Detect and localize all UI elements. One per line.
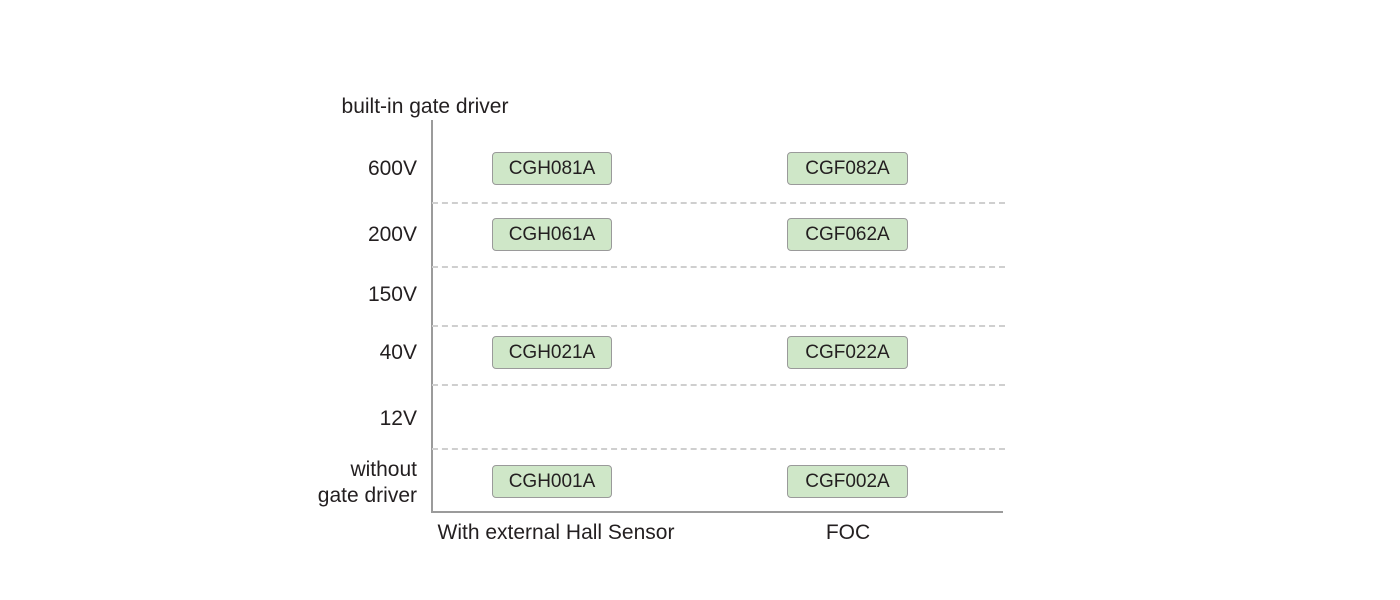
gridline-200v-150v xyxy=(432,266,1005,268)
gridline-600v-200v xyxy=(432,202,1005,204)
gridline-12v-without xyxy=(432,448,1005,450)
y-tick-without-gate-driver-line1: without xyxy=(350,458,417,481)
x-tick-with-external-hall-sensor: With external Hall Sensor xyxy=(437,521,675,544)
x-axis-line xyxy=(431,511,1003,513)
y-tick-12v: 12V xyxy=(197,406,417,432)
y-tick-150v: 150V xyxy=(197,282,417,308)
cell-box-cgf022a[interactable]: CGF022A xyxy=(787,336,908,369)
x-tick-foc: FOC xyxy=(825,521,871,544)
cell-box-cgh021a[interactable]: CGH021A xyxy=(492,336,612,369)
y-tick-without-gate-driver-line2: gate driver xyxy=(317,484,417,507)
cell-box-cgh061a[interactable]: CGH061A xyxy=(492,218,612,251)
y-tick-40v-label: 40V xyxy=(379,341,417,364)
y-tick-40v: 40V xyxy=(197,340,417,366)
y-tick-without-gate-driver: without gate driver xyxy=(197,457,417,509)
gridline-150v-40v xyxy=(432,325,1005,327)
y-tick-200v-label: 200V xyxy=(367,223,417,246)
y-axis-title: built-in gate driver xyxy=(341,95,509,118)
cell-box-cgh001a[interactable]: CGH001A xyxy=(492,465,612,498)
y-tick-150v-label: 150V xyxy=(367,283,417,306)
y-tick-600v-label: 600V xyxy=(367,157,417,180)
y-tick-200v: 200V xyxy=(197,222,417,248)
cell-box-cgf062a[interactable]: CGF062A xyxy=(787,218,908,251)
y-axis-line xyxy=(431,120,433,513)
cell-box-cgh081a[interactable]: CGH081A xyxy=(492,152,612,185)
gridline-40v-12v xyxy=(432,384,1005,386)
y-tick-12v-label: 12V xyxy=(379,407,417,430)
cell-box-cgf082a[interactable]: CGF082A xyxy=(787,152,908,185)
y-tick-600v: 600V xyxy=(197,156,417,182)
cell-box-cgf002a[interactable]: CGF002A xyxy=(787,465,908,498)
